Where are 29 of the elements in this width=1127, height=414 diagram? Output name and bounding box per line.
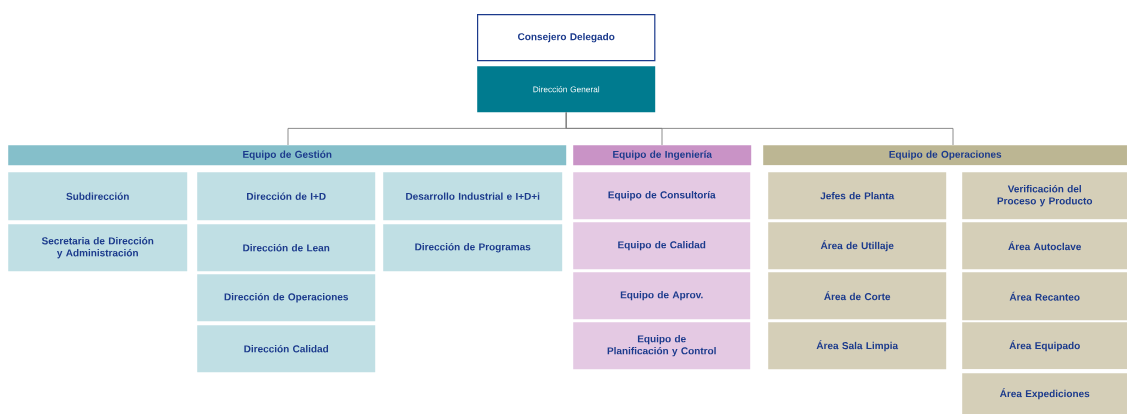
org-box: Área Recanteo [962, 272, 1127, 321]
org-box: Consejero Delegado [477, 14, 656, 62]
org-box: Equipo de Planificación y Control [573, 322, 751, 370]
connector-line [565, 111, 954, 146]
node-label: Área Equipado [1009, 340, 1080, 352]
node-label: Área Recanteo [1009, 291, 1080, 301]
org-box: Área de Corte [768, 272, 947, 320]
org-box: Dirección Calidad [197, 325, 376, 373]
org-box: Verificación del Proceso y Producto [962, 172, 1127, 220]
org-box: Equipo de Consultoría [573, 172, 751, 220]
org-box: Desarrollo Industrial e I+D+i [383, 172, 563, 221]
org-box: Dirección de Operaciones [197, 274, 376, 322]
org-box: Dirección de Lean [197, 224, 376, 272]
team-header-band: Equipo de Ingeniería [573, 145, 752, 166]
org-box: Dirección General [477, 66, 656, 113]
org-box: Área Equipado [962, 322, 1127, 370]
team-header-band: Equipo de Operaciones [763, 145, 1127, 166]
org-box: Subdirección [8, 172, 188, 221]
org-box: Dirección de I+D [197, 172, 376, 221]
org-box: Equipo de Calidad [573, 222, 751, 270]
org-box: Área Sala Limpia [768, 322, 947, 370]
org-box: Área Expediciones [962, 373, 1127, 414]
org-box: Área Autoclave [962, 222, 1127, 270]
org-box: Secretaria de Dirección y Administración [8, 224, 188, 272]
org-box: Área de Utillaje [768, 222, 947, 270]
org-box: Jefes de Planta [768, 172, 947, 220]
org-box: Equipo de Aprov. [573, 272, 751, 320]
team-header-band: Equipo de Gestión [8, 145, 567, 166]
org-box: Dirección de Programas [383, 224, 563, 272]
